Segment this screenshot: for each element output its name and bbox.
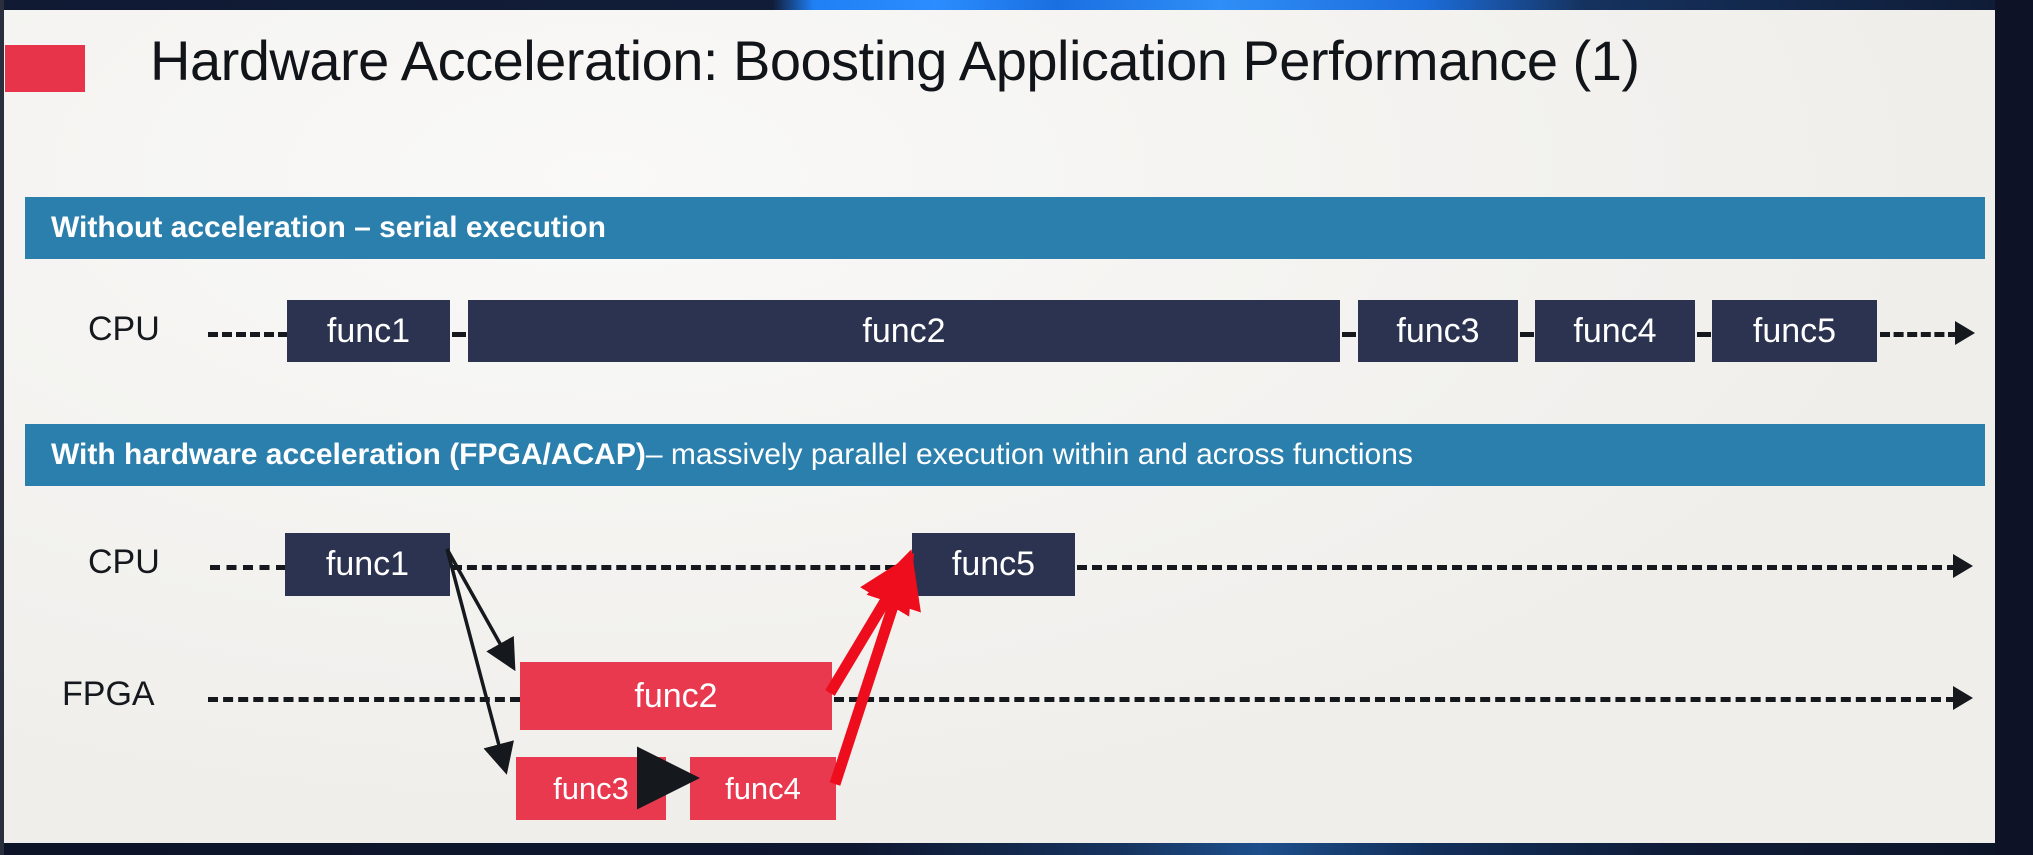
accel-fpga-timeline-arrow-icon [1953,686,1973,710]
serial-gap-3 [1520,332,1534,337]
banner-with-acceleration-bold: With hardware acceleration (FPGA/ACAP) [51,438,646,471]
accel-fpga-timeline-tail [834,697,1956,702]
page-title: Hardware Acceleration: Boosting Applicat… [150,29,1640,92]
video-letterbox-right [1995,0,2033,855]
serial-gap-2 [1342,332,1356,337]
serial-block-func5[interactable]: func5 [1712,300,1877,362]
accel-cpu-timeline-mid [452,565,910,570]
accel-cpu-block-func1[interactable]: func1 [285,533,450,596]
accel-cpu-timeline-arrow-icon [1953,554,1973,578]
serial-block-func1[interactable]: func1 [287,300,450,362]
accel-row-label-fpga: FPGA [62,675,155,713]
banner-with-acceleration-light: – massively parallel execution within an… [645,438,1413,471]
serial-block-func4[interactable]: func4 [1535,300,1695,362]
accel-fpga-timeline-lead [208,697,520,702]
serial-block-func3[interactable]: func3 [1358,300,1518,362]
serial-timeline-lead [208,332,288,337]
banner-without-acceleration-bold: Without acceleration – serial execution [51,211,606,244]
serial-block-func2[interactable]: func2 [468,300,1340,362]
video-letterbox-top [0,0,2033,10]
serial-gap-1 [452,332,466,337]
serial-timeline-arrow-icon [1955,321,1975,345]
accel-cpu-timeline-tail [1077,565,1957,570]
video-letterbox-left [0,0,4,855]
accel-cpu-block-func5[interactable]: func5 [912,533,1075,596]
title-accent-square [5,45,85,92]
accel-fpga-block-func3[interactable]: func3 [516,757,666,820]
video-letterbox-bottom [0,843,2033,855]
serial-timeline-tail [1880,332,1958,337]
accel-fpga-block-func2[interactable]: func2 [520,662,832,730]
banner-without-acceleration: Without acceleration – serial execution [25,197,1985,259]
accel-cpu-timeline-lead [210,565,286,570]
serial-gap-4 [1697,332,1711,337]
accel-fpga-block-func4[interactable]: func4 [690,757,836,820]
serial-row-label-cpu: CPU [88,310,160,348]
accel-row-label-cpu: CPU [88,543,160,581]
banner-with-acceleration: With hardware acceleration (FPGA/ACAP) –… [25,424,1985,486]
